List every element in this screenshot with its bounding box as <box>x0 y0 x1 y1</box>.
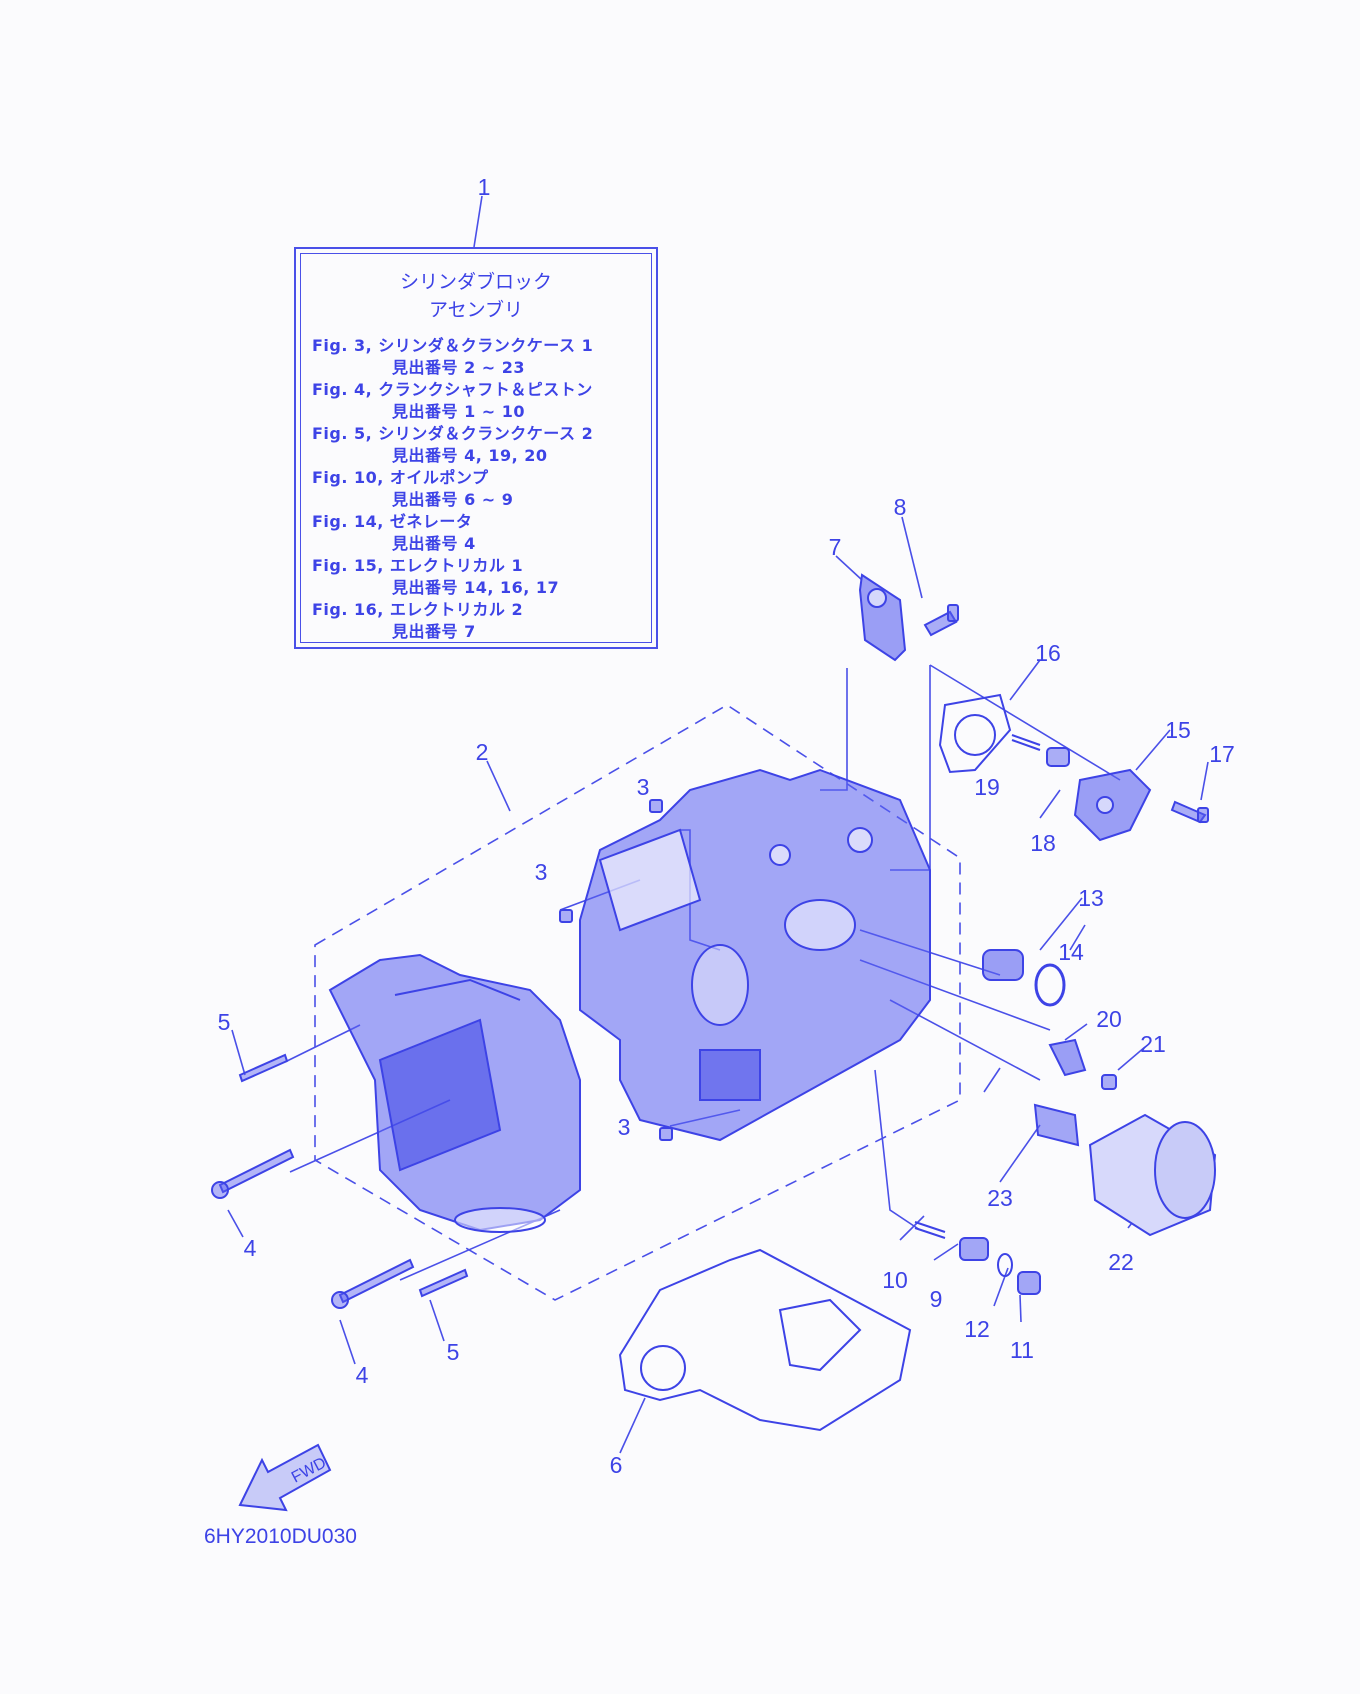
callout-8: 8 <box>894 494 907 520</box>
callout-6: 6 <box>610 1452 623 1478</box>
legend-title-line1: シリンダブロック <box>399 271 552 293</box>
seal-14 <box>1034 963 1066 1007</box>
union-23 <box>1033 1103 1080 1147</box>
bolt-8 <box>923 604 959 637</box>
thermostat-13 <box>982 949 1024 981</box>
callout-20: 20 <box>1096 1006 1122 1032</box>
legend-ref-fig14-items: 見出番号 4 <box>392 534 476 553</box>
callout-12: 12 <box>964 1316 990 1342</box>
callout-7: 7 <box>829 534 842 560</box>
callout-3b: 3 <box>535 859 548 885</box>
gasket-6 <box>618 1248 912 1432</box>
assembly-legend: シリンダブロック アセンブリ Fig. 3, シリンダ＆クランクケース 1 見出… <box>294 247 658 649</box>
callout-4b: 4 <box>356 1362 369 1388</box>
callout-22: 22 <box>1108 1249 1134 1275</box>
bracket-20 <box>1048 1038 1087 1077</box>
legend-ref-fig4: Fig. 4, クランクシャフト＆ピストン <box>312 380 593 399</box>
crankcase <box>328 953 581 1233</box>
callout-10: 10 <box>882 1267 908 1293</box>
fwd-arrow-icon: FWD <box>238 1443 332 1512</box>
collar-9 <box>959 1237 989 1261</box>
legend-inner-border <box>300 253 652 643</box>
legend-ref-fig4-items: 見出番号 1 ~ 10 <box>392 402 526 421</box>
bolt-21 <box>1101 1074 1117 1090</box>
legend-ref-fig16: Fig. 16, エレクトリカル 2 <box>312 600 524 619</box>
pin-10 <box>914 1221 946 1239</box>
bolt-17 <box>1170 800 1209 824</box>
legend-ref-fig10: Fig. 10, オイルポンプ <box>312 468 489 487</box>
spacer-18 <box>1046 747 1070 767</box>
legend-ref-fig15: Fig. 15, エレクトリカル 1 <box>312 556 524 575</box>
callout-4a: 4 <box>244 1235 257 1261</box>
plate-7 <box>858 573 907 662</box>
legend-ref-fig5: Fig. 5, シリンダ＆クランクケース 2 <box>312 424 594 443</box>
callout-9: 9 <box>930 1286 943 1312</box>
callout-15: 15 <box>1165 717 1191 743</box>
callout-14: 14 <box>1058 939 1084 965</box>
cylinder-block <box>579 768 931 1142</box>
sensor-15 <box>1073 768 1152 842</box>
legend-ref-fig3-items: 見出番号 2 ~ 23 <box>392 358 526 377</box>
callout-5b: 5 <box>447 1339 460 1365</box>
callout-3a: 3 <box>637 774 650 800</box>
callout-18: 18 <box>1030 830 1056 856</box>
callout-16: 16 <box>1035 640 1061 666</box>
legend-ref-fig10-items: 見出番号 6 ~ 9 <box>392 490 514 509</box>
callout-labels: 1 2 3 3 3 3 4 4 5 5 6 7 8 9 10 11 12 13 … <box>218 174 1235 1478</box>
o-ring-12 <box>997 1253 1013 1277</box>
legend-title-line2: アセンブリ <box>428 299 524 321</box>
callout-17: 17 <box>1209 741 1235 767</box>
plug-11 <box>1017 1271 1041 1295</box>
callout-21: 21 <box>1140 1031 1166 1057</box>
legend-ref-fig3: Fig. 3, シリンダ＆クランクケース 1 <box>312 336 594 355</box>
callout-3c: 3 <box>618 1114 631 1140</box>
callout-2: 2 <box>476 739 489 765</box>
bolt-19 <box>1011 734 1041 751</box>
dowel-3 <box>559 799 673 1141</box>
bolts-4-5 <box>211 1053 469 1309</box>
callout-19: 19 <box>974 774 1000 800</box>
callout-11: 11 <box>1010 1337 1034 1363</box>
legend-ref-fig5-items: 見出番号 4, 19, 20 <box>392 446 548 465</box>
callout-1: 1 <box>478 174 491 200</box>
callout-23: 23 <box>987 1185 1013 1211</box>
callout-5a: 5 <box>218 1009 231 1035</box>
legend-ref-fig14: Fig. 14, ゼネレータ <box>312 512 473 531</box>
legend-ref-fig15-items: 見出番号 14, 16, 17 <box>392 578 560 597</box>
legend-ref-fig16-items: 見出番号 7 <box>392 622 476 641</box>
gasket-16 <box>938 693 1012 774</box>
diagram-code: 6HY2010DU030 <box>204 1525 357 1548</box>
callout-13: 13 <box>1078 885 1104 911</box>
oil-filter-22 <box>1088 1113 1217 1237</box>
